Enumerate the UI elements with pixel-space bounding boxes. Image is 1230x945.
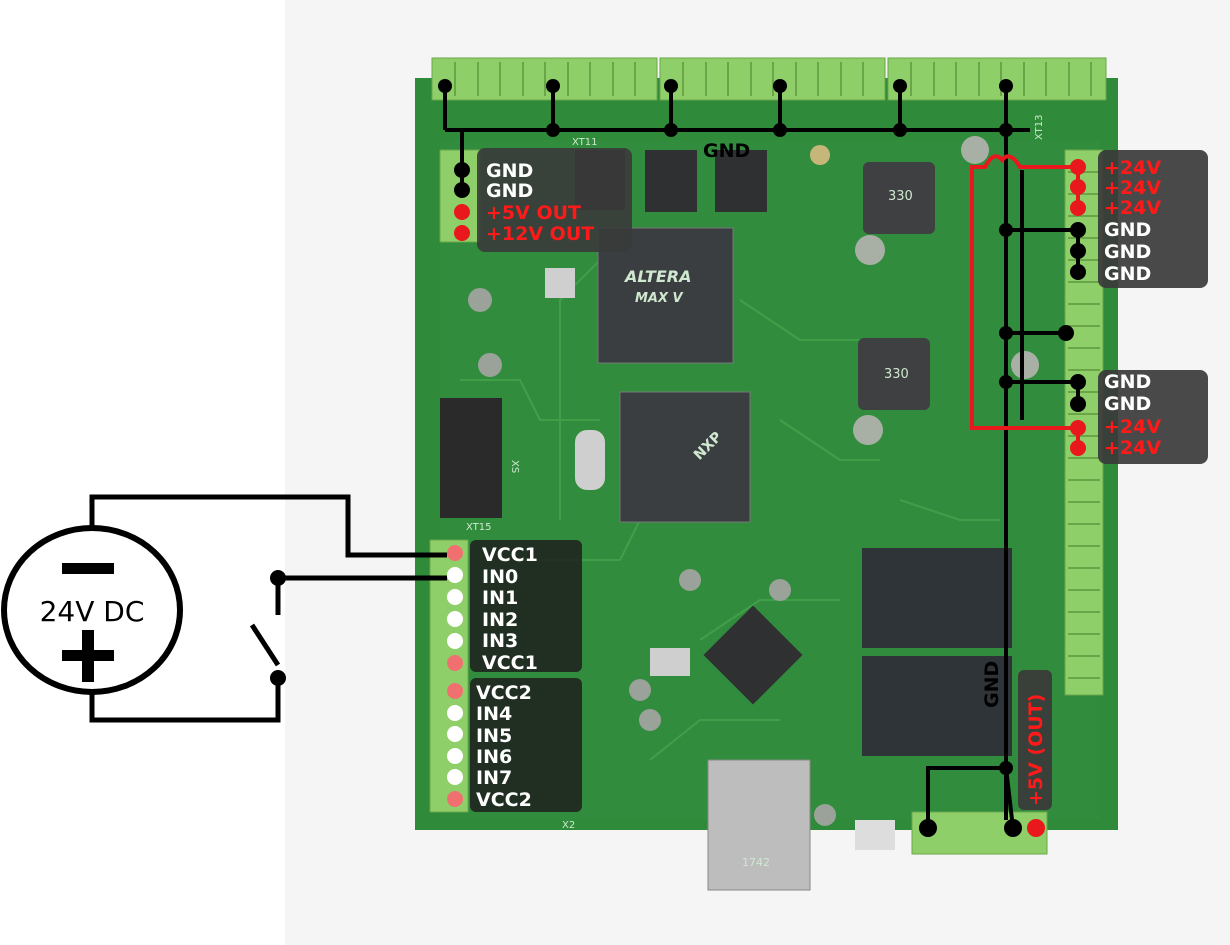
label-gnd: GND (486, 180, 533, 202)
supply-wires (89, 494, 447, 723)
switch-contact-top (270, 570, 286, 586)
minus-icon (62, 563, 114, 574)
label-in1: IN1 (482, 587, 518, 609)
altera-logo: ALTERA (623, 267, 691, 286)
plus-icon-vertical (82, 630, 94, 682)
wire-label-gnd-top: GND (703, 140, 750, 162)
silk-xt13: XT13 (1034, 114, 1045, 140)
label-vcc2: VCC2 (476, 682, 532, 704)
right-terminal-block (1064, 149, 1104, 696)
label-5v-out-box (1018, 670, 1052, 810)
power-supply-symbol (1, 525, 183, 695)
label-in7: IN7 (476, 767, 512, 789)
label-in6: IN6 (476, 746, 512, 768)
label-12v-out: +12V OUT (486, 223, 594, 245)
pcb-components: ALTERA MAX V NXP 330 330 1742 XT11 XT (440, 114, 1045, 891)
label-24v: +24V (1104, 197, 1161, 219)
label-top-left: GND GND +5V OUT +12V OUT (477, 148, 632, 252)
label-input-block-2: VCC2 IN4 IN5 IN6 IN7 VCC2 (447, 678, 582, 812)
label-right-top: +24V +24V +24V GND GND GND (1098, 150, 1208, 288)
label-in2: IN2 (482, 609, 518, 631)
label-gnd: GND (1104, 263, 1151, 285)
label-24v: +24V (1104, 157, 1161, 179)
inductor-bottom: 330 (884, 367, 909, 382)
label-gnd: GND (486, 160, 533, 182)
silk-xt15: XT15 (466, 522, 492, 533)
silk-xt11: XT11 (572, 137, 598, 148)
label-vcc2: VCC2 (476, 789, 532, 811)
label-24v: +24V (1104, 416, 1161, 438)
wire-label-5v-out: +5V (OUT) (1025, 694, 1047, 806)
label-in5: IN5 (476, 725, 512, 747)
switch-contact-bottom (270, 670, 286, 686)
label-gnd: GND (1104, 371, 1151, 393)
gnd-dots (438, 79, 1086, 837)
external-circuit: 24V DC (1, 494, 447, 723)
max-v-logo: MAX V (635, 291, 684, 306)
inductor-top: 330 (888, 189, 913, 204)
power-dots (454, 159, 1086, 837)
label-vcc1: VCC1 (482, 652, 538, 674)
wire-label-gnd-vertical: GND (981, 661, 1003, 708)
label-24v: +24V (1104, 437, 1161, 459)
label-gnd: GND (1104, 219, 1151, 241)
label-gnd: GND (1104, 393, 1151, 415)
label-in4: IN4 (476, 703, 512, 725)
ethernet-label: 1742 (742, 856, 770, 869)
label-in3: IN3 (482, 630, 518, 652)
silk-x2: X2 (562, 820, 575, 831)
label-vcc1: VCC1 (482, 544, 538, 566)
input-terminal (429, 539, 469, 813)
label-gnd: GND (1104, 241, 1151, 263)
silk-xs: XS (509, 460, 520, 473)
label-24v: +24V (1104, 177, 1161, 199)
top-terminal-block (431, 57, 1107, 101)
label-input-block-1: VCC1 IN0 IN1 IN2 IN3 VCC1 (447, 540, 582, 674)
label-in0: IN0 (482, 566, 518, 588)
power-supply-label: 24V DC (40, 595, 145, 628)
label-5v-out: +5V OUT (486, 202, 581, 224)
label-right-mid: GND GND +24V +24V (1098, 370, 1208, 464)
